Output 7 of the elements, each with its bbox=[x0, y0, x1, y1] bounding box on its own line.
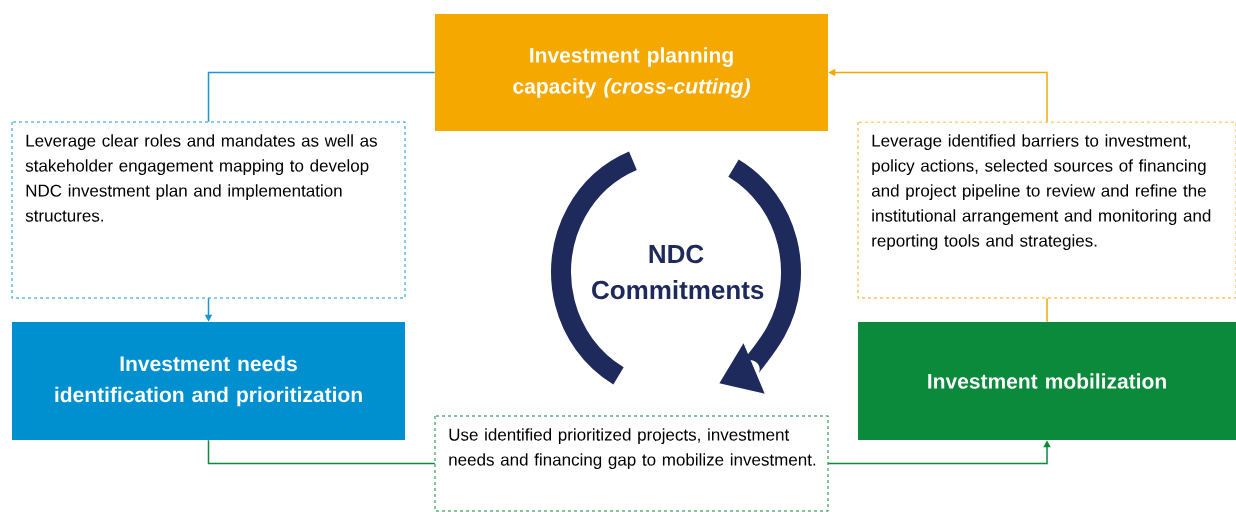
stage-box: Investment mobilization bbox=[858, 322, 1236, 440]
planning-box: Investment planning capacity (cross-cutting) bbox=[435, 14, 828, 131]
note-box: Leverage clear roles and mandates as well as stakeholder engagement mapping to develop NDC investment plan and implementation structures. bbox=[11, 121, 406, 299]
note-box: Use identified prioritized projects, investment needs and financing gap to mobilize investment. bbox=[434, 415, 829, 512]
note-box: Leverage identified barriers to investment, policy actions, selected sources of financing and project pipeline to review and refine the institutional arrangement and monitoring and reporting tools and strategies. bbox=[857, 121, 1236, 299]
stage-box: Investment needs identification and prioritization bbox=[12, 322, 405, 440]
center-label: NDC Commitments bbox=[592, 244, 764, 300]
